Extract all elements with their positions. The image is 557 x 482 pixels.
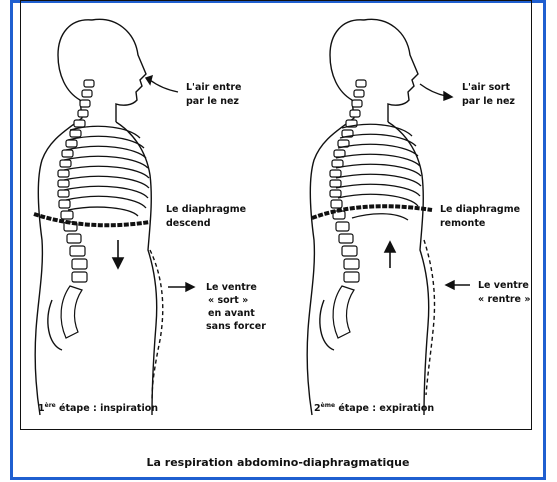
- left-belly-label-2: « sort »: [208, 295, 248, 306]
- right-buttock: [320, 300, 334, 350]
- right-belly-arrow: [446, 281, 470, 289]
- left-diaphragm: [34, 214, 150, 225]
- right-face-profile: [364, 19, 418, 122]
- figure-caption: La respiration abdomino-diaphragmatique: [13, 456, 543, 469]
- left-nose-label-1: L'air entre: [186, 82, 242, 93]
- right-nose-arrow: [420, 84, 452, 100]
- left-buttock: [48, 300, 62, 350]
- left-ribcage: [64, 126, 149, 216]
- right-step-label: 2ème étape : expiration: [314, 402, 434, 414]
- right-nose-label-2: par le nez: [462, 96, 515, 107]
- left-belly-label-3: en avant: [208, 308, 255, 319]
- right-diaphragm: [312, 206, 432, 218]
- left-belly-label-1: Le ventre: [206, 282, 257, 293]
- left-body-figure: [35, 19, 163, 415]
- caption-bar: La respiration abdomino-diaphragmatique: [13, 430, 543, 477]
- left-nose-arrow: [146, 76, 178, 92]
- right-diaphragm-label-2: remonte: [440, 218, 485, 229]
- left-belly-arrow: [168, 283, 194, 291]
- right-belly-label-1: Le ventre: [478, 280, 529, 291]
- right-diaphragm-label-1: Le diaphragme: [440, 204, 520, 215]
- left-diaphragm-label-1: Le diaphragme: [166, 204, 246, 215]
- right-up-arrow: [385, 242, 395, 268]
- left-nose-label-2: par le nez: [186, 96, 239, 107]
- right-body-figure: [307, 19, 434, 415]
- right-nose-label-1: L'air sort: [462, 82, 510, 93]
- right-belly-label-2: « rentre »: [478, 294, 530, 305]
- left-diaphragm-label-2: descend: [166, 218, 211, 229]
- left-belly-label-4: sans forcer: [206, 321, 266, 332]
- left-front-torso: [116, 122, 157, 415]
- left-face-profile: [92, 19, 146, 122]
- left-down-arrow: [113, 240, 123, 268]
- left-step-label: 1ère étape : inspiration: [38, 402, 158, 414]
